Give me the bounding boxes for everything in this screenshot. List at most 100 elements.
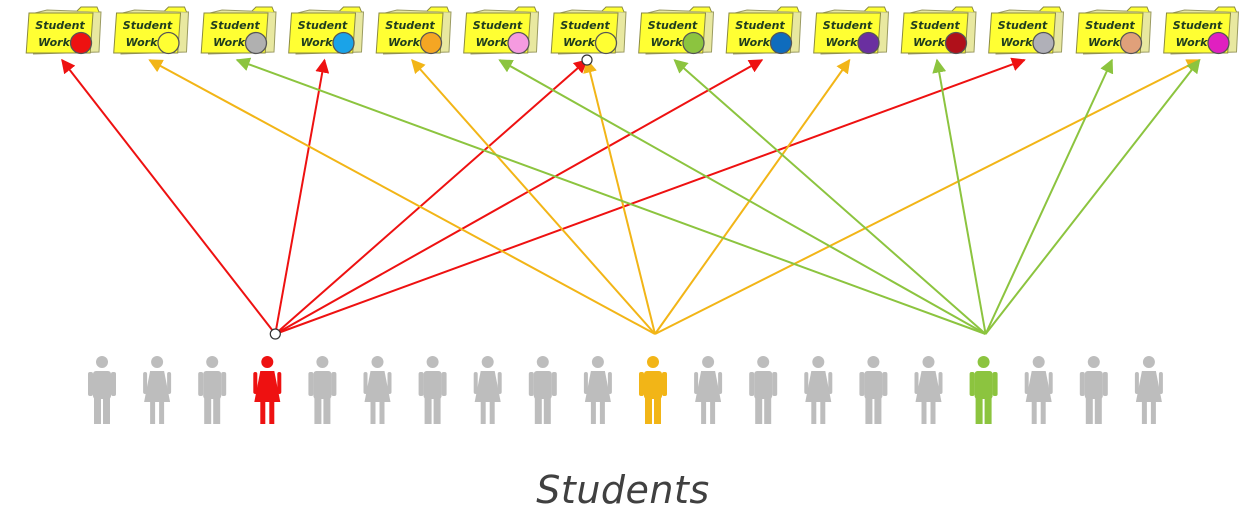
female-student-icon bbox=[583, 356, 612, 424]
male-student-icon bbox=[528, 356, 557, 424]
female-student-icon bbox=[914, 356, 943, 424]
folder-color-dot bbox=[682, 31, 705, 55]
assignment-arrow bbox=[654, 59, 1201, 335]
assignment-arrow bbox=[498, 59, 987, 335]
folder-row: StudentWorkStudentWorkStudentWorkStudent… bbox=[25, 6, 1240, 55]
folder-label-line1: Student bbox=[210, 19, 260, 32]
folder-color-dot bbox=[332, 31, 355, 55]
assignment-arrow bbox=[274, 58, 330, 335]
folder-label-line1: Student bbox=[35, 19, 85, 32]
folder-label-line2: Work bbox=[301, 36, 334, 49]
folder-color-dot bbox=[769, 31, 793, 55]
folder-label-line1: Student bbox=[298, 19, 348, 32]
folder-label-line2: Work bbox=[563, 36, 596, 49]
assignment-arrow bbox=[984, 58, 1201, 335]
folder-label-line2: Work bbox=[126, 36, 159, 49]
assignment-arrow bbox=[654, 58, 851, 335]
students-caption: Students bbox=[536, 468, 710, 512]
folder-color-dot bbox=[69, 31, 93, 55]
connection-lines bbox=[61, 57, 1201, 335]
assignment-arrow bbox=[274, 57, 1026, 335]
folder-color-dot bbox=[244, 31, 268, 55]
assignment-arrow bbox=[673, 59, 987, 335]
folder-label-line2: Work bbox=[651, 36, 684, 49]
male-student-icon bbox=[308, 356, 337, 424]
folder-color-dot bbox=[419, 31, 443, 55]
folder-label-line2: Work bbox=[913, 36, 946, 49]
folder-label-line2: Work bbox=[1176, 36, 1209, 49]
female-student-icon bbox=[143, 356, 172, 424]
folder-color-dot bbox=[1207, 31, 1230, 55]
folder-label-line2: Work bbox=[826, 36, 859, 49]
folder-label-line1: Student bbox=[123, 19, 173, 32]
folder-color-dot bbox=[1119, 31, 1143, 55]
assignment-arrow bbox=[235, 57, 986, 335]
assignment-arrow bbox=[274, 59, 589, 335]
arrow-target-dot bbox=[581, 54, 593, 66]
folder-label-line2: Work bbox=[738, 36, 771, 49]
folder-color-dot bbox=[857, 31, 880, 55]
folder-color-dot bbox=[594, 31, 618, 55]
folder-label-line1: Student bbox=[473, 19, 523, 32]
female-student-icon bbox=[1134, 356, 1163, 424]
folder-label-line1: Student bbox=[1173, 19, 1223, 32]
folder-label-line2: Work bbox=[1001, 36, 1034, 49]
female-student-icon bbox=[253, 356, 282, 424]
folder-label-line2: Work bbox=[38, 36, 71, 49]
female-student-icon bbox=[363, 356, 392, 424]
assignment-arrow bbox=[411, 58, 656, 335]
male-student-icon bbox=[418, 356, 447, 424]
assignment-arrow bbox=[61, 58, 277, 335]
folder-label-line1: Student bbox=[560, 19, 610, 32]
folder-label-line1: Student bbox=[735, 19, 785, 32]
female-student-icon bbox=[1024, 356, 1053, 424]
folder-label-line1: Student bbox=[385, 19, 435, 32]
folder-label-line2: Work bbox=[476, 36, 509, 49]
folder-label-line1: Student bbox=[648, 19, 698, 32]
male-student-icon bbox=[859, 356, 888, 424]
assignment-arrow bbox=[274, 59, 764, 335]
folder-color-dot bbox=[507, 31, 530, 55]
male-student-icon bbox=[749, 356, 778, 424]
connection-hubs bbox=[269, 54, 593, 340]
folder-label-line1: Student bbox=[910, 19, 960, 32]
male-student-icon bbox=[88, 356, 116, 424]
female-student-icon bbox=[694, 356, 723, 424]
folder-color-dot bbox=[157, 31, 180, 55]
female-student-icon bbox=[473, 356, 502, 424]
male-student-icon bbox=[639, 356, 667, 424]
assignment-arrow bbox=[148, 59, 656, 335]
student-row bbox=[88, 356, 1163, 424]
assignment-arrow bbox=[984, 58, 1114, 335]
folder-label-line2: Work bbox=[1088, 36, 1121, 49]
folder-label-line1: Student bbox=[1085, 19, 1135, 32]
male-student-icon bbox=[198, 356, 227, 424]
male-student-icon bbox=[1079, 356, 1108, 424]
assignment-arrow bbox=[583, 58, 656, 335]
folder-label-line2: Work bbox=[213, 36, 246, 49]
assignment-arrow bbox=[932, 58, 987, 335]
folder-label-line1: Student bbox=[823, 19, 873, 32]
male-student-icon bbox=[969, 356, 998, 424]
folder-color-dot bbox=[1032, 31, 1055, 55]
connection-hub-dot bbox=[269, 328, 281, 340]
folder-color-dot bbox=[944, 31, 968, 55]
folder-label-line2: Work bbox=[388, 36, 421, 49]
female-student-icon bbox=[804, 356, 833, 424]
folder-label-line1: Student bbox=[998, 19, 1048, 32]
